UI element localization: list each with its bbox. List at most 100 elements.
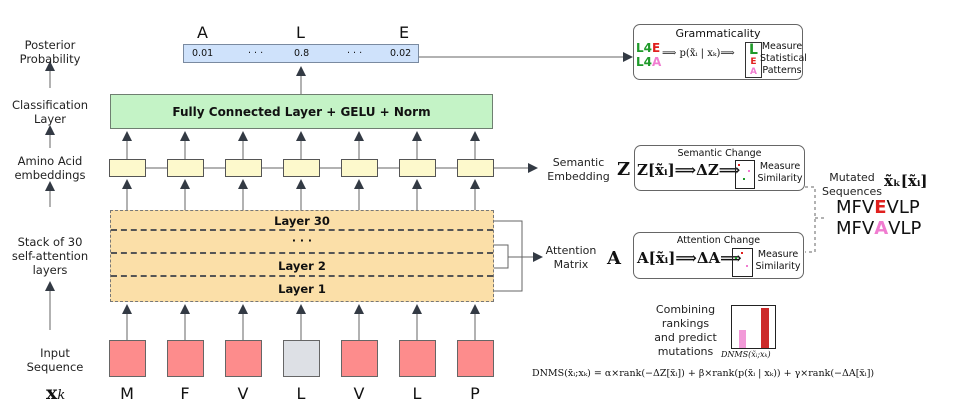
grammaticality-seq-a: L4A xyxy=(636,55,661,69)
mutated-symbol: x̃ₖ[x̃ᵢ] xyxy=(884,172,928,190)
dnms-equation: DNMS(x̃ᵢ;xₖ) = α×rank(−ΔZ[x̃ᵢ]) + β×rank… xyxy=(532,368,875,379)
fully-connected-layer: Fully Connected Layer + GELU + Norm xyxy=(110,94,493,129)
embedding-cell xyxy=(341,159,378,177)
semantic-formula: Z[x̃ᵢ]⟹ΔZ⟹ xyxy=(637,161,741,179)
freq-letter-l: L xyxy=(749,42,758,58)
xk-subscript: k xyxy=(57,388,66,403)
layer-1: Layer 1 xyxy=(278,282,326,296)
dnms-chart-caption: DNMS(x̃ᵢ;xₖ) xyxy=(721,350,771,359)
attention-measure-similarity: Measure Similarity xyxy=(755,249,801,272)
dnms-bar-chart xyxy=(731,305,776,349)
xk-symbol: x xyxy=(46,382,58,404)
mut-e-pre: MFV xyxy=(836,197,875,218)
token-letter: V xyxy=(237,384,249,403)
prob-value-e: 0.02 xyxy=(390,48,412,59)
dashed-connector-similarity xyxy=(805,186,816,253)
token-box xyxy=(225,340,262,377)
label-posterior-probability: Posterior Probability xyxy=(19,38,81,66)
freq-letter-e: E xyxy=(750,57,757,67)
seq-a-prefix: L4 xyxy=(636,55,652,69)
output-probability-vector: 0.01 · · · 0.8 · · · 0.02 xyxy=(183,44,419,63)
token-box xyxy=(109,340,146,377)
token-letter: L xyxy=(296,384,306,403)
layer-ellipsis: · · · xyxy=(291,234,313,247)
token-letter: P xyxy=(470,384,480,403)
attention-symbol-a: A xyxy=(607,248,621,269)
output-letter-l: L xyxy=(296,23,305,42)
scatter-dot xyxy=(746,265,748,267)
semantic-measure-similarity: Measure Similarity xyxy=(757,161,803,184)
token-box-masked xyxy=(283,340,320,377)
token-box xyxy=(457,340,494,377)
scatter-dot xyxy=(735,257,737,259)
label-input-sequence: Input Sequence xyxy=(26,346,84,374)
mut-a-post: VLP xyxy=(888,218,922,239)
letter-frequency-icon: L E A xyxy=(745,42,762,78)
token-letter: M xyxy=(120,384,134,403)
embedding-cell xyxy=(225,159,262,177)
semantic-change-title: Semantic Change xyxy=(677,148,762,159)
semantic-change-box: Semantic Change Z[x̃ᵢ]⟹ΔZ⟹ Measure Simil… xyxy=(634,145,805,191)
label-combining-rankings: Combining rankings and predict mutations xyxy=(654,303,717,358)
attention-formula: A[x̃ᵢ]⟹ΔA⟹ xyxy=(637,249,742,267)
token-letter: L xyxy=(412,384,422,403)
token-box xyxy=(399,340,436,377)
token-box xyxy=(167,340,204,377)
label-semantic-embedding: Semantic Embedding xyxy=(547,156,610,183)
semantic-symbol-z: Z xyxy=(617,159,631,180)
layer-30: Layer 30 xyxy=(274,214,330,228)
similarity-scatter-icon xyxy=(732,248,753,277)
attention-bracket-inner xyxy=(494,244,509,269)
scatter-dot xyxy=(748,170,750,172)
prob-ellipsis-1: · · · xyxy=(248,48,264,59)
prob-value-l: 0.8 xyxy=(294,48,310,59)
output-letter-a: A xyxy=(197,23,208,42)
prob-ellipsis-2: · · · xyxy=(347,48,363,59)
grammaticality-formula: ⟹ p(x̃ᵢ | xₖ)⟹ xyxy=(662,48,735,59)
scatter-dot xyxy=(743,178,745,180)
mut-e-residue: E xyxy=(874,197,887,218)
dnms-bar-a xyxy=(739,330,746,348)
self-attention-stack: Layer 30 · · · Layer 2 Layer 1 xyxy=(110,210,494,302)
label-stack-of-layers: Stack of 30 self-attention layers xyxy=(11,235,89,277)
token-letter: V xyxy=(353,384,365,403)
label-xk: xk xyxy=(46,382,65,404)
grammaticality-sequences: L4E L4A xyxy=(636,41,661,69)
attention-change-box: Attention Change A[x̃ᵢ]⟹ΔA⟹ Measure Simi… xyxy=(633,232,804,279)
layer-divider xyxy=(111,252,493,254)
layer-2: Layer 2 xyxy=(278,259,326,273)
freq-letter-a: A xyxy=(750,67,757,77)
embedding-cell xyxy=(283,159,320,177)
prob-value-a: 0.01 xyxy=(192,48,214,59)
seq-a-mut: A xyxy=(652,55,662,69)
mutated-sequence-e: MFVEVLP xyxy=(836,197,920,218)
mut-e-post: VLP xyxy=(886,197,920,218)
attention-change-title: Attention Change xyxy=(676,235,761,246)
layer-divider xyxy=(111,229,493,231)
label-classification-layer: Classification Layer xyxy=(11,98,89,126)
mut-a-residue: A xyxy=(874,218,889,239)
grammaticality-seq-e: L4E xyxy=(636,41,661,55)
mutated-sequence-a: MFVAVLP xyxy=(836,218,921,239)
embedding-cell xyxy=(109,159,146,177)
grammaticality-title: Grammaticality xyxy=(675,27,761,40)
dnms-bar-e xyxy=(761,308,769,348)
scatter-dot xyxy=(738,164,740,166)
attention-bracket-outer xyxy=(494,220,523,292)
label-mutated-sequences: Mutated Sequences xyxy=(822,171,882,198)
scatter-dot xyxy=(741,252,743,254)
mut-a-pre: MFV xyxy=(836,218,875,239)
embedding-cell xyxy=(167,159,204,177)
layer-divider xyxy=(111,275,493,277)
seq-e-mut: E xyxy=(652,41,661,55)
token-box xyxy=(341,340,378,377)
measure-statistical-patterns: Measure Statistical Patterns xyxy=(760,41,807,76)
embedding-cell xyxy=(457,159,494,177)
label-attention-matrix: Attention Matrix xyxy=(545,244,597,271)
token-letter: F xyxy=(180,384,190,403)
embedding-cell xyxy=(399,159,436,177)
output-letter-e: E xyxy=(399,23,410,42)
similarity-scatter-icon xyxy=(735,160,755,189)
label-amino-acid-embeddings: Amino Acid embeddings xyxy=(14,154,86,182)
seq-e-prefix: L4 xyxy=(636,41,652,55)
